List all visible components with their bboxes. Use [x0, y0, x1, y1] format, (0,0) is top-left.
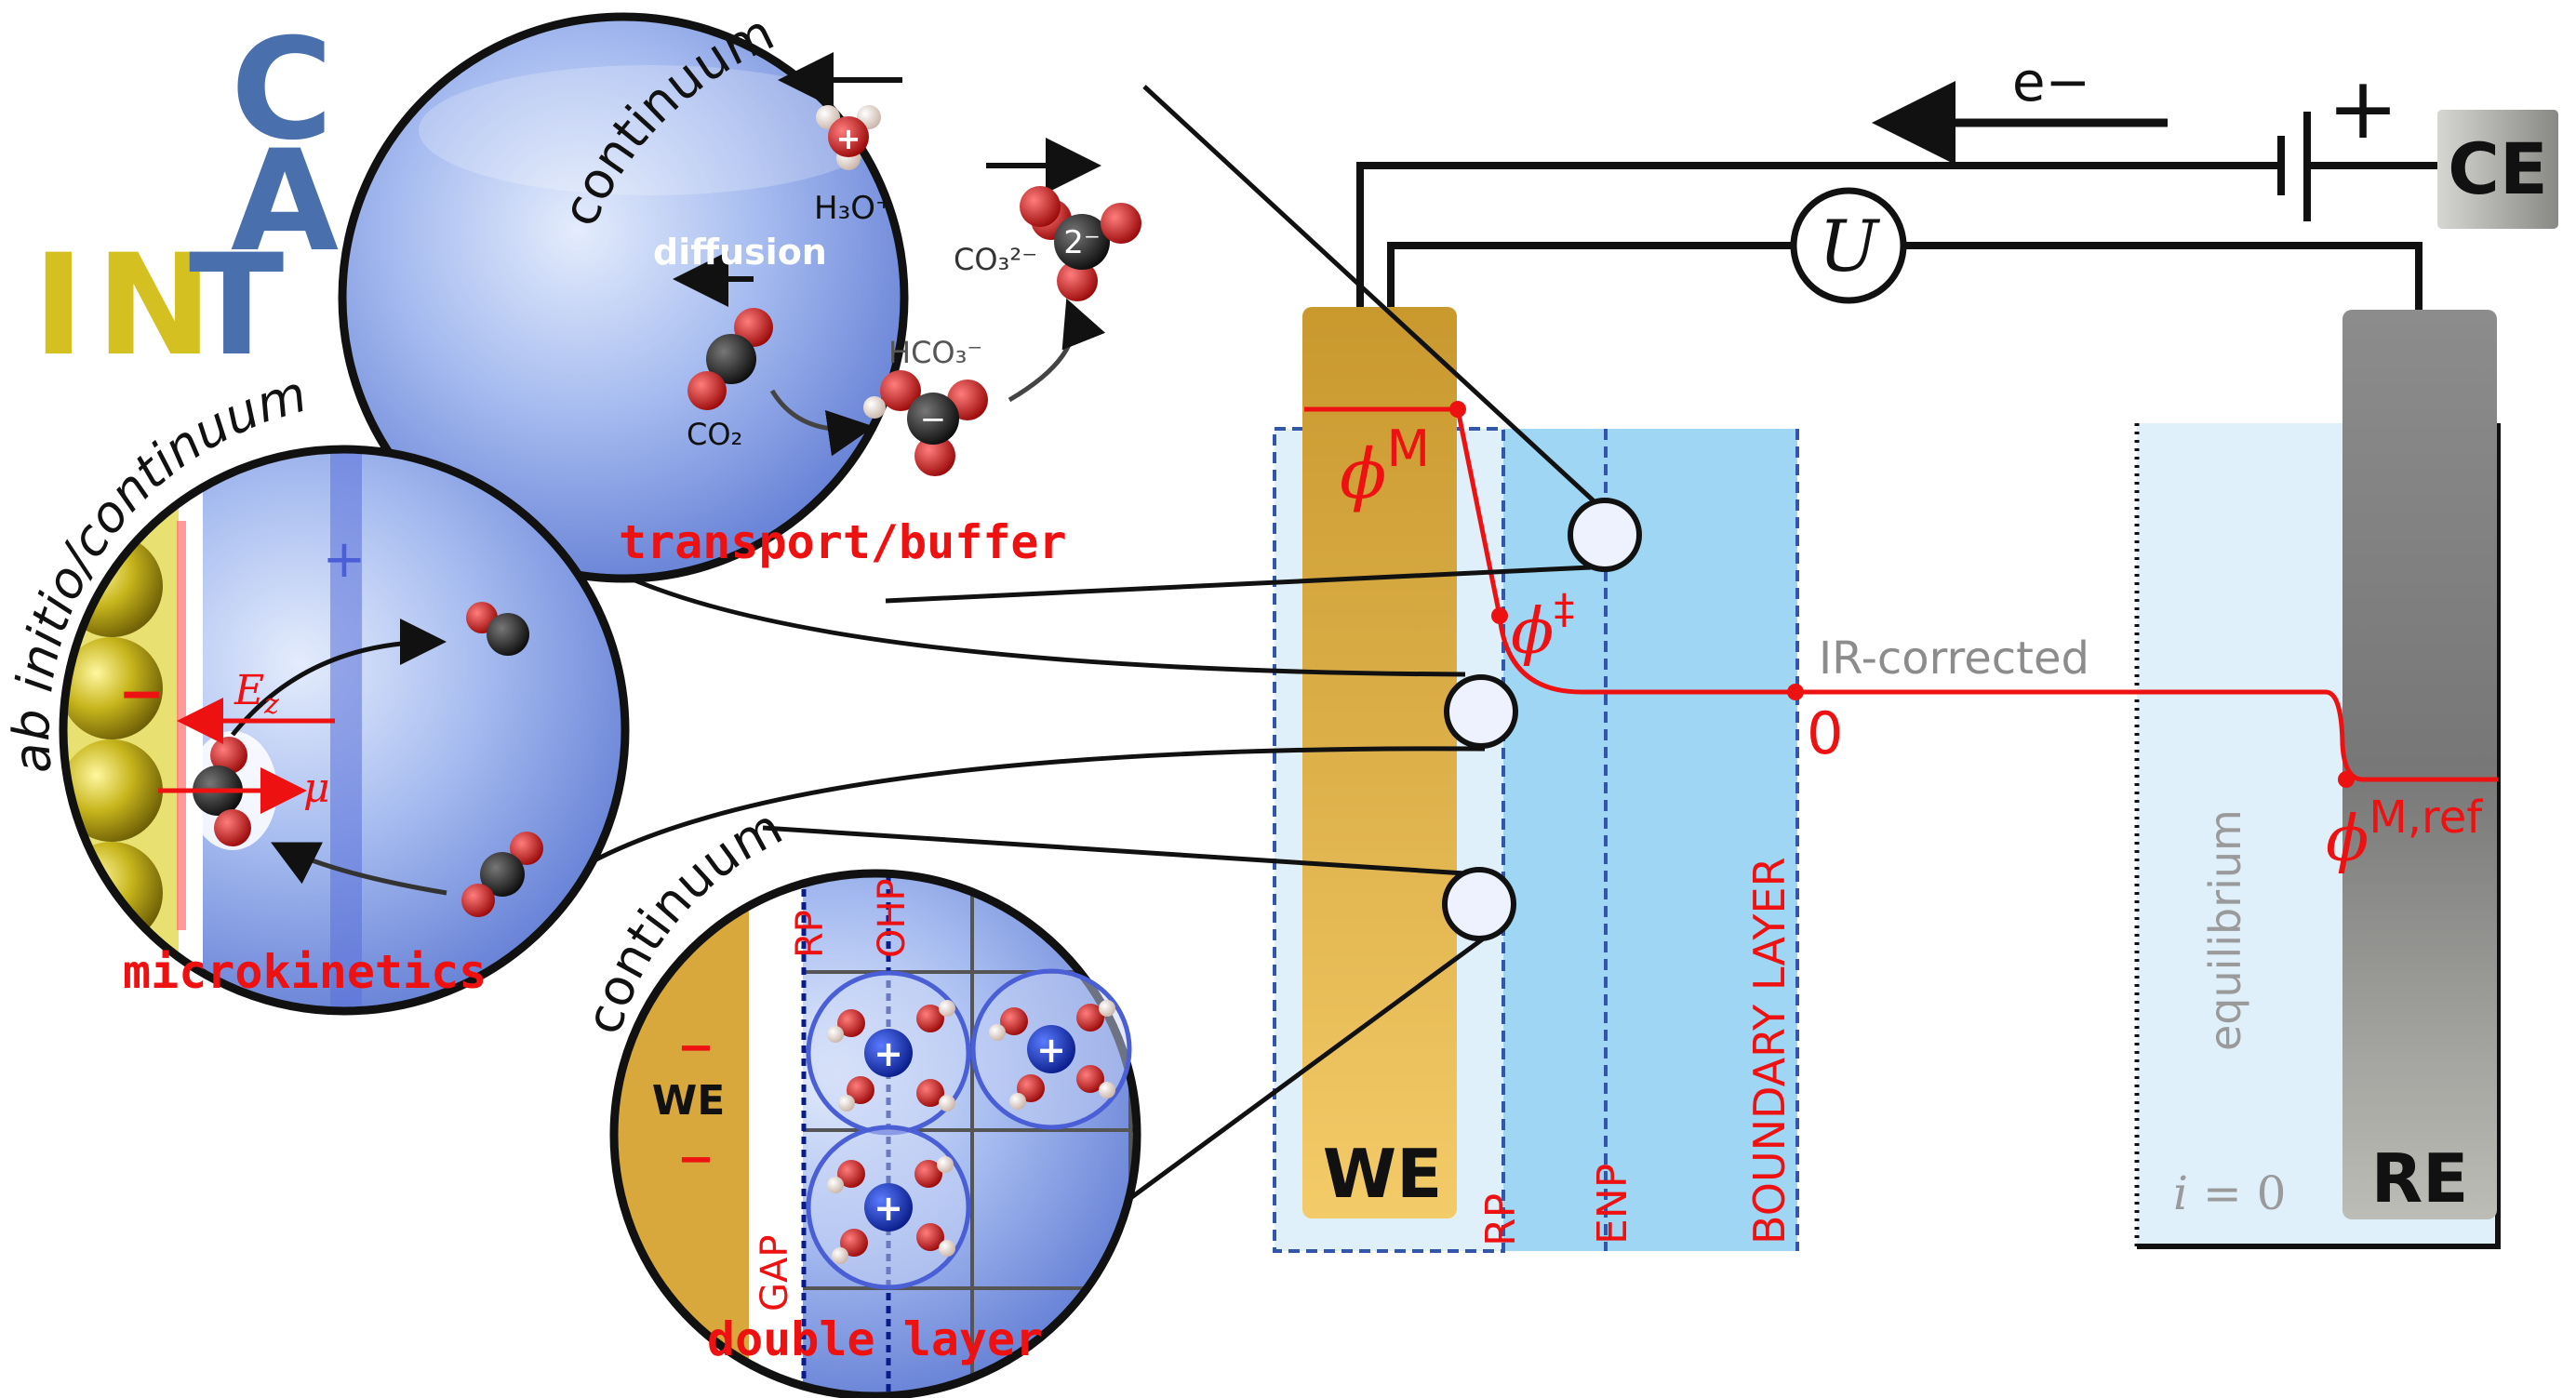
logo-letter-t: T	[189, 225, 284, 387]
connector-microkinetics-bottom	[547, 746, 1486, 891]
product-co	[466, 602, 529, 656]
re-label: RE	[2371, 1139, 2469, 1218]
rp-vertical-label: RP	[1477, 1193, 1525, 1246]
transport-caption: transport/buffer	[619, 515, 1067, 569]
field-plus-sign: +	[323, 529, 367, 590]
double-layer-caption: double layer	[707, 1312, 1043, 1366]
co2-label: CO₂	[687, 417, 742, 452]
hydronium-charge: +	[836, 121, 861, 156]
surface-minus-sign: −	[118, 661, 165, 726]
equilibrium-label: equilibrium	[2200, 809, 2250, 1051]
transport-bubble: migration diffusion + H₃O⁺ 2⁻ CO₃²⁻	[338, 3, 1141, 583]
zero-label: 0	[1807, 699, 1843, 767]
battery-plus-sign: +	[2327, 59, 2398, 158]
connector-double-layer-bottom	[1082, 932, 1490, 1235]
zoom-circle-microkinetics	[1444, 674, 1518, 749]
intcat-logo: C A I N T	[33, 9, 339, 387]
zoom-circle-double-layer	[1442, 867, 1516, 941]
logo-letter-a: A	[231, 121, 339, 283]
dl-minus-bottom: −	[677, 1133, 714, 1185]
electron-label: e−	[2012, 50, 2090, 113]
solvated-cation-1: +	[806, 970, 971, 1136]
circuit-wires	[1356, 112, 2437, 310]
desorption-arrow	[231, 619, 447, 737]
dl-rp-label: RP	[789, 910, 832, 958]
phi-ref-label: ϕM,ref	[2326, 792, 2483, 876]
phi-m-point	[1449, 401, 1466, 418]
dl-minus-top: −	[677, 1021, 714, 1073]
voltmeter-wire-right	[1903, 242, 2423, 310]
voltmeter-label: U	[1819, 205, 1881, 287]
migration-label: migration	[898, 103, 1092, 144]
counter-electrode	[2437, 110, 2558, 229]
connector-transport-top	[1142, 85, 1602, 509]
cation-3-charge: +	[874, 1188, 903, 1229]
hco3-to-co3-arrow	[1008, 298, 1106, 403]
boundary-layer-zone	[1503, 429, 1797, 1251]
phi-ref-point	[2338, 771, 2355, 788]
dipole-label: μ	[303, 765, 330, 812]
dl-ohp-label: OHP	[871, 878, 914, 958]
phi-ts-point	[1491, 607, 1508, 624]
ce-label: CE	[2448, 127, 2548, 210]
adsorption-arrow	[271, 842, 447, 896]
zoom-circle-transport	[1568, 498, 1642, 572]
double-layer-bubble-outline	[609, 869, 1141, 1398]
battery-wire	[1356, 162, 2281, 307]
carbonate-molecule: 2⁻	[1020, 186, 1141, 301]
co2-molecule	[687, 308, 773, 410]
zero-current-label: i = 0	[2173, 1166, 2287, 1220]
voltmeter-wire-left	[1387, 242, 1794, 307]
microkinetics-bubble-outline	[59, 445, 630, 1016]
boundary-layer-label: BOUNDARY LAYER	[1744, 857, 1795, 1245]
logo-letter-c: C	[231, 9, 333, 171]
cell-wall	[2137, 423, 2501, 1249]
co2-to-hco3-arrow	[769, 389, 874, 457]
transport-highlight	[419, 65, 884, 195]
incoming-co2	[461, 832, 543, 917]
carbonate-charge: 2⁻	[1063, 224, 1101, 261]
dl-we-label: WE	[652, 1077, 726, 1125]
enp-vertical-label: ENP	[1589, 1164, 1636, 1245]
microkinetics-caption: microkinetics	[123, 945, 487, 999]
zero-potential-point	[1787, 684, 1804, 700]
diffusion-label: diffusion	[653, 232, 827, 273]
we-label: WE	[1323, 1135, 1443, 1213]
logo-letter-i: I	[33, 225, 85, 387]
logo-letter-n: N	[96, 225, 213, 387]
bicarbonate-molecule: −	[863, 370, 988, 476]
phi-ts-label: ϕ‡	[1511, 586, 1574, 669]
ir-corrected-label: IR-corrected	[1819, 632, 2089, 685]
connector-double-layer-top	[762, 825, 1480, 877]
hydronium-molecule: +	[816, 105, 881, 170]
working-electrode	[1302, 307, 1457, 1218]
transport-bubble-fill	[342, 17, 904, 579]
electrolyte-zones	[1273, 423, 2501, 1253]
dl-gap-label: GAP	[754, 1235, 796, 1311]
double-layer-bubble: + + + − WE − RP OHP GAP continuum double…	[574, 797, 1141, 1398]
transport-bubble-outline	[338, 12, 909, 583]
cation-2-charge: +	[1036, 1030, 1066, 1071]
field-plane-band	[330, 449, 362, 1011]
bicarbonate-charge: −	[920, 401, 947, 438]
reference-electrode	[2342, 310, 2497, 1219]
solvated-cation-3: +	[806, 1125, 971, 1290]
field-label: Ez	[234, 667, 279, 721]
phi-m-label: ϕM	[1340, 419, 1430, 514]
voltmeter-circle	[1790, 187, 1907, 304]
cation-1-charge: +	[874, 1033, 903, 1074]
surface-charge-layer	[177, 521, 186, 930]
co3-label: CO₃²⁻	[954, 242, 1037, 277]
h3o-label: H₃O⁺	[814, 190, 892, 227]
connector-transport-bottom	[885, 565, 1592, 604]
dl-gap	[749, 873, 803, 1396]
solvated-cation-2: +	[970, 968, 1132, 1130]
potential-profile-line	[1304, 406, 2498, 782]
hco3-label: HCO₃⁻	[888, 335, 982, 370]
